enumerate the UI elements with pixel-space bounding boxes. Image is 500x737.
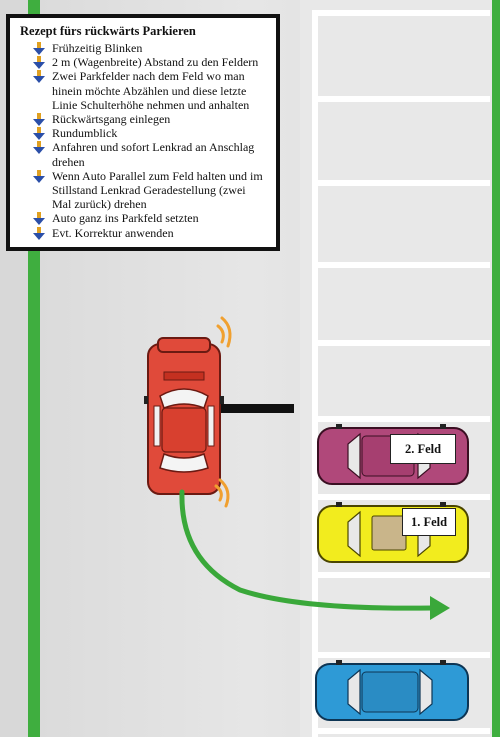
parking-line xyxy=(312,728,490,734)
down-arrow-bullet-icon xyxy=(33,169,45,183)
recipe-box: Rezept fürs rückwärts Parkieren Frühzeit… xyxy=(6,14,280,251)
field-2-label: 2. Feld xyxy=(390,434,456,464)
recipe-item: Auto ganz ins Parkfeld setzten xyxy=(32,211,268,226)
parking-line xyxy=(312,262,490,268)
turn-signal-front xyxy=(216,316,232,348)
down-arrow-bullet-icon xyxy=(33,127,45,141)
recipe-item: Wenn Auto Parallel zum Feld halten und i… xyxy=(32,169,268,212)
recipe-item-text: Wenn Auto Parallel zum Feld halten und i… xyxy=(52,168,263,212)
parking-line xyxy=(312,10,490,16)
parking-path-arrow xyxy=(179,489,435,611)
turn-signal-rear xyxy=(214,478,230,508)
parking-line xyxy=(312,572,490,578)
recipe-item: Rückwärtsgang einlegen xyxy=(32,112,268,127)
recipe-title: Rezept fürs rückwärts Parkieren xyxy=(20,24,196,38)
parking-lines xyxy=(312,10,490,737)
recipe-item-text: Rundumblick xyxy=(52,126,118,141)
recipe-item: Rundumblick xyxy=(32,126,268,141)
recipe-item-text: 2 m (Wagenbreite) Abstand zu den Feldern xyxy=(52,55,259,70)
parking-line xyxy=(312,340,490,346)
parking-line xyxy=(312,180,490,186)
parking-line xyxy=(312,96,490,102)
down-arrow-bullet-icon xyxy=(33,113,45,127)
parking-line xyxy=(312,652,490,658)
recipe-item: Evt. Korrektur anwenden xyxy=(32,226,268,240)
red-car xyxy=(144,337,224,495)
recipe-item-text: Frühzeitig Blinken xyxy=(52,41,143,55)
parking-line xyxy=(312,416,490,422)
parking-area xyxy=(300,0,500,737)
down-arrow-bullet-icon xyxy=(33,212,45,226)
blue-car xyxy=(315,660,469,721)
down-arrow-bullet-icon xyxy=(33,56,45,70)
field-1-label: 1. Feld xyxy=(402,508,456,536)
parking-line xyxy=(312,10,318,737)
down-arrow-bullet-icon xyxy=(33,42,45,55)
grass-strip-right xyxy=(492,0,500,737)
parking-line xyxy=(312,494,490,500)
recipe-item-text: Evt. Korrektur anwenden xyxy=(52,225,174,240)
recipe-item-text: Rückwärtsgang einlegen xyxy=(52,112,171,127)
down-arrow-bullet-icon xyxy=(33,70,45,84)
stop-line xyxy=(218,404,294,413)
arrow-head xyxy=(430,596,450,620)
recipe-item: 2 m (Wagenbreite) Abstand zu den Feldern xyxy=(32,55,268,70)
recipe-item-text: Auto ganz ins Parkfeld setzten xyxy=(52,211,199,226)
down-arrow-bullet-icon xyxy=(33,141,45,155)
down-arrow-bullet-icon xyxy=(33,226,45,240)
recipe-item: Frühzeitig Blinken xyxy=(32,41,268,55)
